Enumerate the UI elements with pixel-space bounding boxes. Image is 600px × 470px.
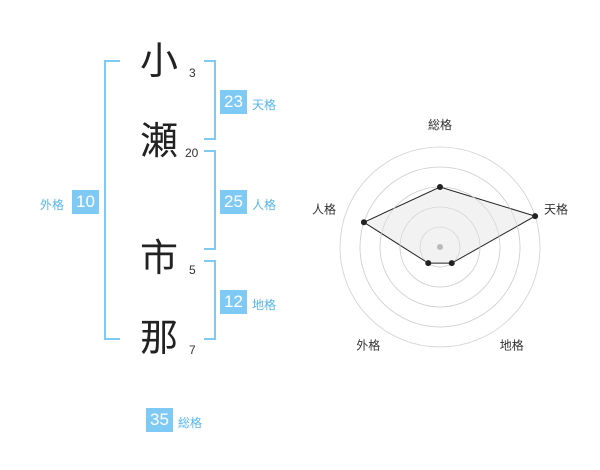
tenkaku-bracket (204, 60, 216, 140)
stroke-count-2: 20 (185, 146, 199, 160)
radar-point-人格 (360, 219, 367, 226)
jinkaku-bracket (204, 150, 216, 250)
radar-axis-label: 天格 (544, 201, 568, 216)
stroke-count-1: 3 (189, 66, 196, 80)
radar-center-dot (437, 244, 443, 250)
radar-point-天格 (532, 213, 539, 220)
jinkaku-label: 人格 (252, 198, 277, 212)
chikaku-label: 地格 (252, 298, 277, 312)
gaikaku-bracket (104, 60, 120, 340)
name-char-2: 瀬 (140, 119, 179, 163)
soukaku-label: 総格 (178, 416, 203, 430)
chikaku-value: 12 (220, 290, 247, 314)
radar-axis-label: 外格 (356, 338, 380, 353)
stroke-count-3: 5 (189, 263, 196, 277)
soukaku-value: 35 (146, 408, 173, 432)
radar-axis-label: 地格 (500, 338, 524, 353)
radar-point-外格 (425, 260, 432, 267)
stroke-count-4: 7 (189, 343, 196, 357)
chikaku-bracket (204, 260, 216, 340)
radar-ring-overlay (419, 226, 461, 268)
name-char-3: 市 (140, 236, 179, 280)
radar-ring-overlay (359, 166, 521, 328)
jinkaku-value: 25 (220, 190, 247, 214)
radar-point-総格 (437, 184, 443, 190)
radar-axis-label: 総格 (428, 117, 452, 132)
gaikaku-value: 10 (72, 190, 99, 214)
radar-data-shape (359, 166, 539, 328)
gaikaku-label: 外格 (40, 198, 65, 212)
radar-ring-overlay (399, 206, 481, 288)
tenkaku-label: 天格 (252, 98, 277, 112)
radar-point-地格 (448, 260, 455, 267)
radar-polygon (362, 186, 537, 264)
name-char-4: 那 (140, 316, 179, 360)
tenkaku-value: 23 (220, 90, 247, 114)
name-char-1: 小 (140, 39, 179, 83)
radar-axis-label: 人格 (312, 201, 336, 216)
